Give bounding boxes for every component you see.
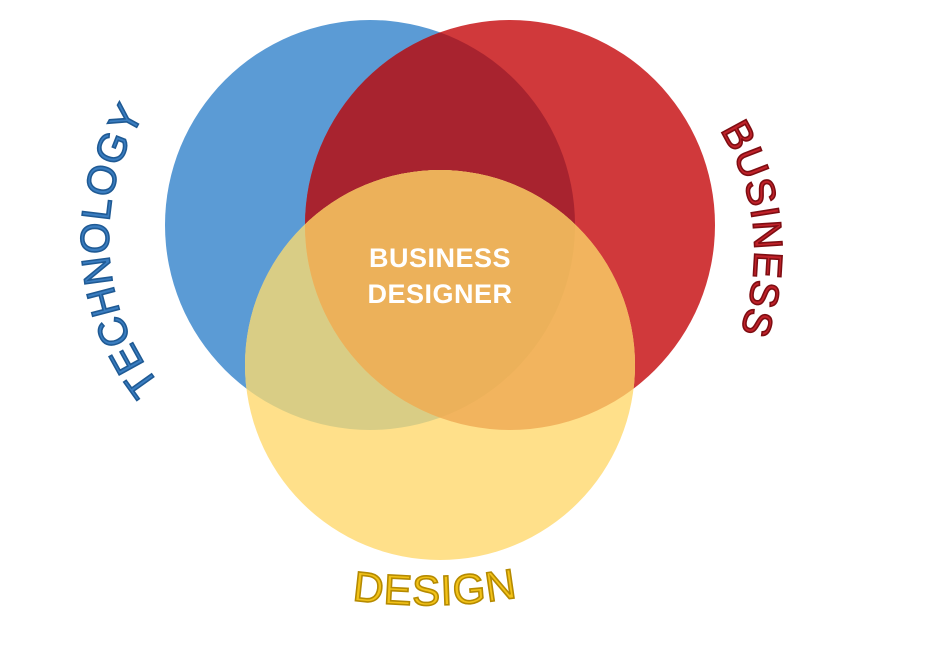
design-label: DESIGN	[351, 560, 520, 614]
business-label: BUSINESS	[712, 113, 789, 343]
all-three-overlap	[305, 170, 575, 430]
center-label-line1: BUSINESS	[368, 243, 512, 273]
technology-label: TECHNOLOGY	[74, 96, 167, 405]
center-label: BUSINESS DESIGNER	[300, 240, 580, 312]
center-label-line2: DESIGNER	[367, 279, 513, 309]
